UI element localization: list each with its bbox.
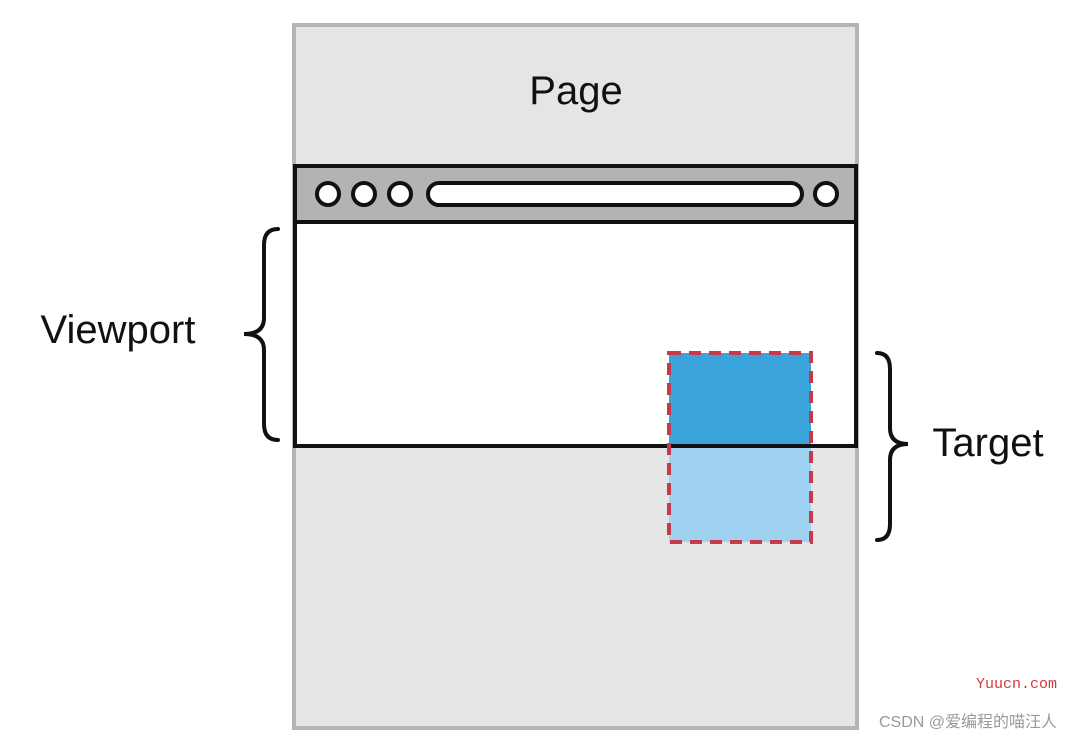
window-control-icon <box>387 181 413 207</box>
viewport-label: Viewport <box>41 308 196 352</box>
target-visible-part <box>669 353 811 446</box>
author-watermark: CSDN @爱编程的喵汪人 <box>878 714 1057 731</box>
menu-dot-icon <box>813 181 839 207</box>
target-label: Target <box>932 421 1043 465</box>
target-brace <box>875 351 909 542</box>
window-control-icon <box>351 181 377 207</box>
target-hidden-part <box>669 446 811 542</box>
address-bar <box>426 181 804 207</box>
window-control-icon <box>315 181 341 207</box>
viewport-brace <box>243 227 280 442</box>
page-label: Page <box>529 69 622 113</box>
site-watermark: Yuucn.com <box>975 676 1057 693</box>
target-outline <box>667 351 813 544</box>
